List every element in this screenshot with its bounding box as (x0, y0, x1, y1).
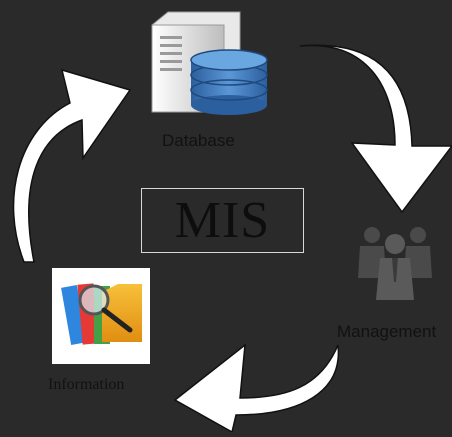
arrow-information-to-database (12, 68, 132, 263)
arrow-management-to-information (173, 343, 340, 434)
folders-magnifier-icon (52, 268, 150, 364)
database-label: Database (162, 131, 235, 150)
database-server-icon (151, 11, 268, 115)
arrow-database-to-management (299, 44, 452, 214)
information-label: Information (48, 376, 125, 393)
management-label: Management (337, 322, 437, 341)
center-label: MIS (174, 191, 271, 249)
people-group-icon (358, 227, 432, 300)
center-box: MIS (141, 188, 304, 253)
